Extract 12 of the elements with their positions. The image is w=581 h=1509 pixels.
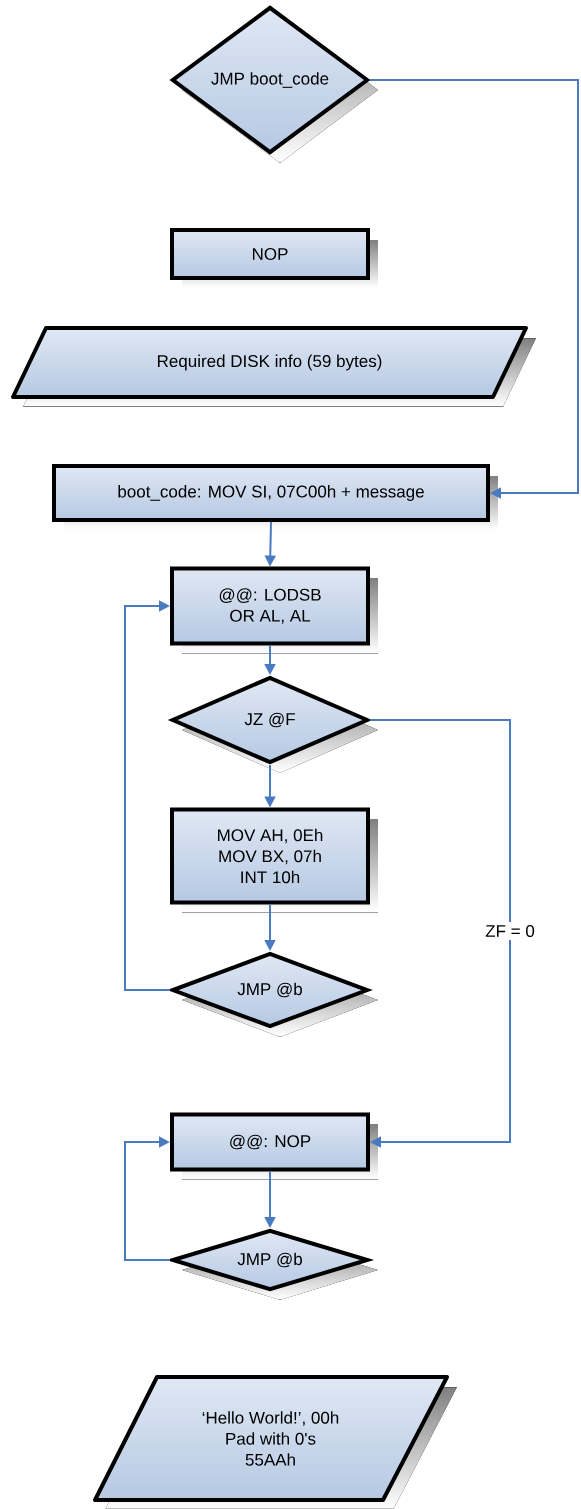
process-box: NOP <box>170 228 378 288</box>
edge-label: ZF = 0 <box>482 922 538 941</box>
process-box: @@: NOP <box>170 1112 378 1180</box>
arrow <box>124 1136 171 1261</box>
process-box: MOV AH, 0Eh MOV BX, 07h INT 10h <box>170 807 378 913</box>
data-parallelogram: ‘Hello World!’, 00h Pad with 0's 55AAh <box>93 1375 457 1509</box>
arrow <box>124 600 171 991</box>
process-box: boot_code: MOV SI, 07C00h + message <box>52 464 498 530</box>
process-box: @@: LODSB OR AL, AL <box>170 566 378 654</box>
data-parallelogram: Required DISK info (59 bytes) <box>11 326 536 407</box>
arrow <box>369 79 579 499</box>
arrow <box>369 719 511 1148</box>
